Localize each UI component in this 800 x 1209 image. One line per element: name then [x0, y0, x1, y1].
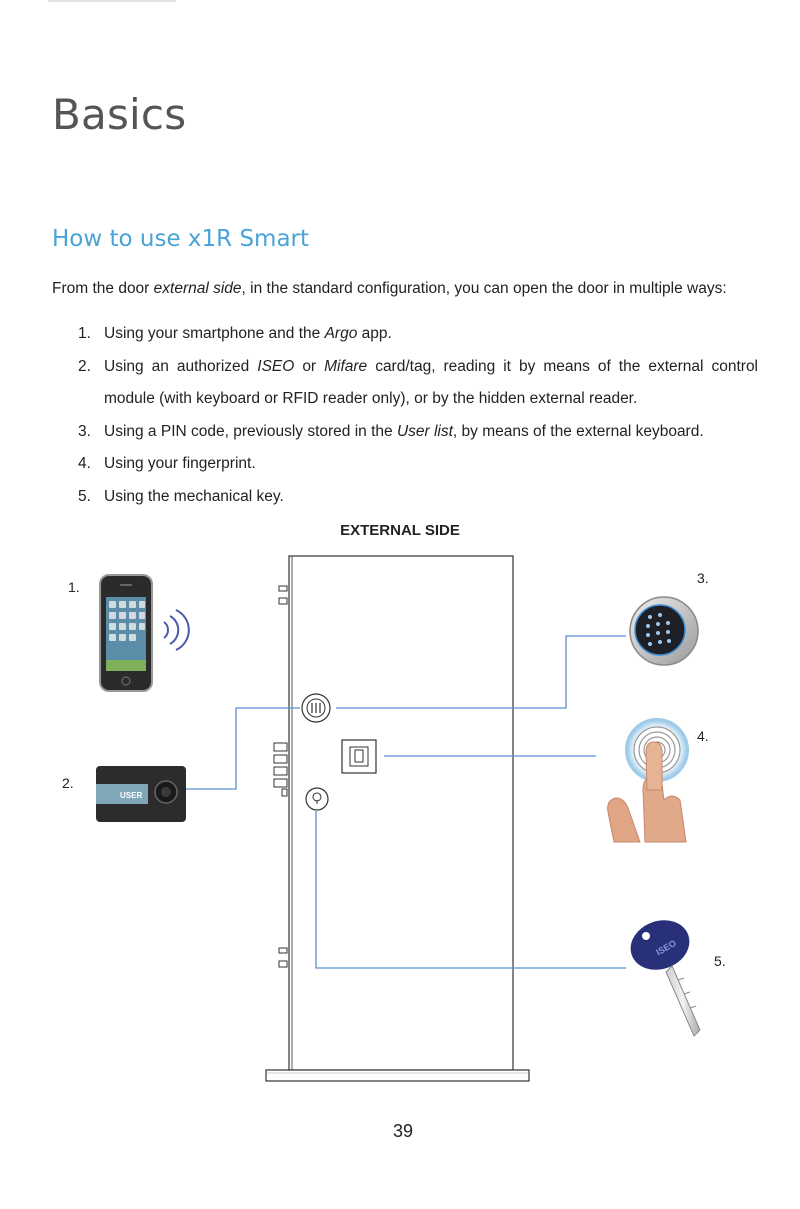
section-title: How to use x1R Smart [52, 226, 309, 252]
card-text: USER [120, 791, 142, 800]
page-title: Basics [52, 90, 186, 139]
figure-title: EXTERNAL SIDE [0, 522, 800, 539]
door [266, 556, 529, 1081]
list-item: 5.Using the mechanical key. [52, 481, 758, 514]
list-item: 4.Using your fingerprint. [52, 448, 758, 481]
wireless-signal-icon [164, 610, 189, 650]
fingerprint-icon [608, 719, 688, 842]
intro-paragraph: From the door external side, in the stan… [52, 280, 762, 298]
list-item: 1.Using your smartphone and the Argo app… [52, 318, 758, 351]
key-icon: ISEO [624, 912, 700, 1036]
top-rule [48, 0, 176, 2]
page-number: 39 [0, 1121, 800, 1142]
list-item: 2.Using an authorized ISEO or Mifare car… [52, 351, 758, 416]
methods-list: 1.Using your smartphone and the Argo app… [52, 318, 758, 513]
keypad-icon [630, 597, 698, 665]
user-card-icon: USER [96, 766, 186, 822]
door-diagram: USER ISEO [0, 540, 800, 1100]
list-item: 3.Using a PIN code, previously stored in… [52, 416, 758, 449]
smartphone-icon [100, 575, 152, 691]
